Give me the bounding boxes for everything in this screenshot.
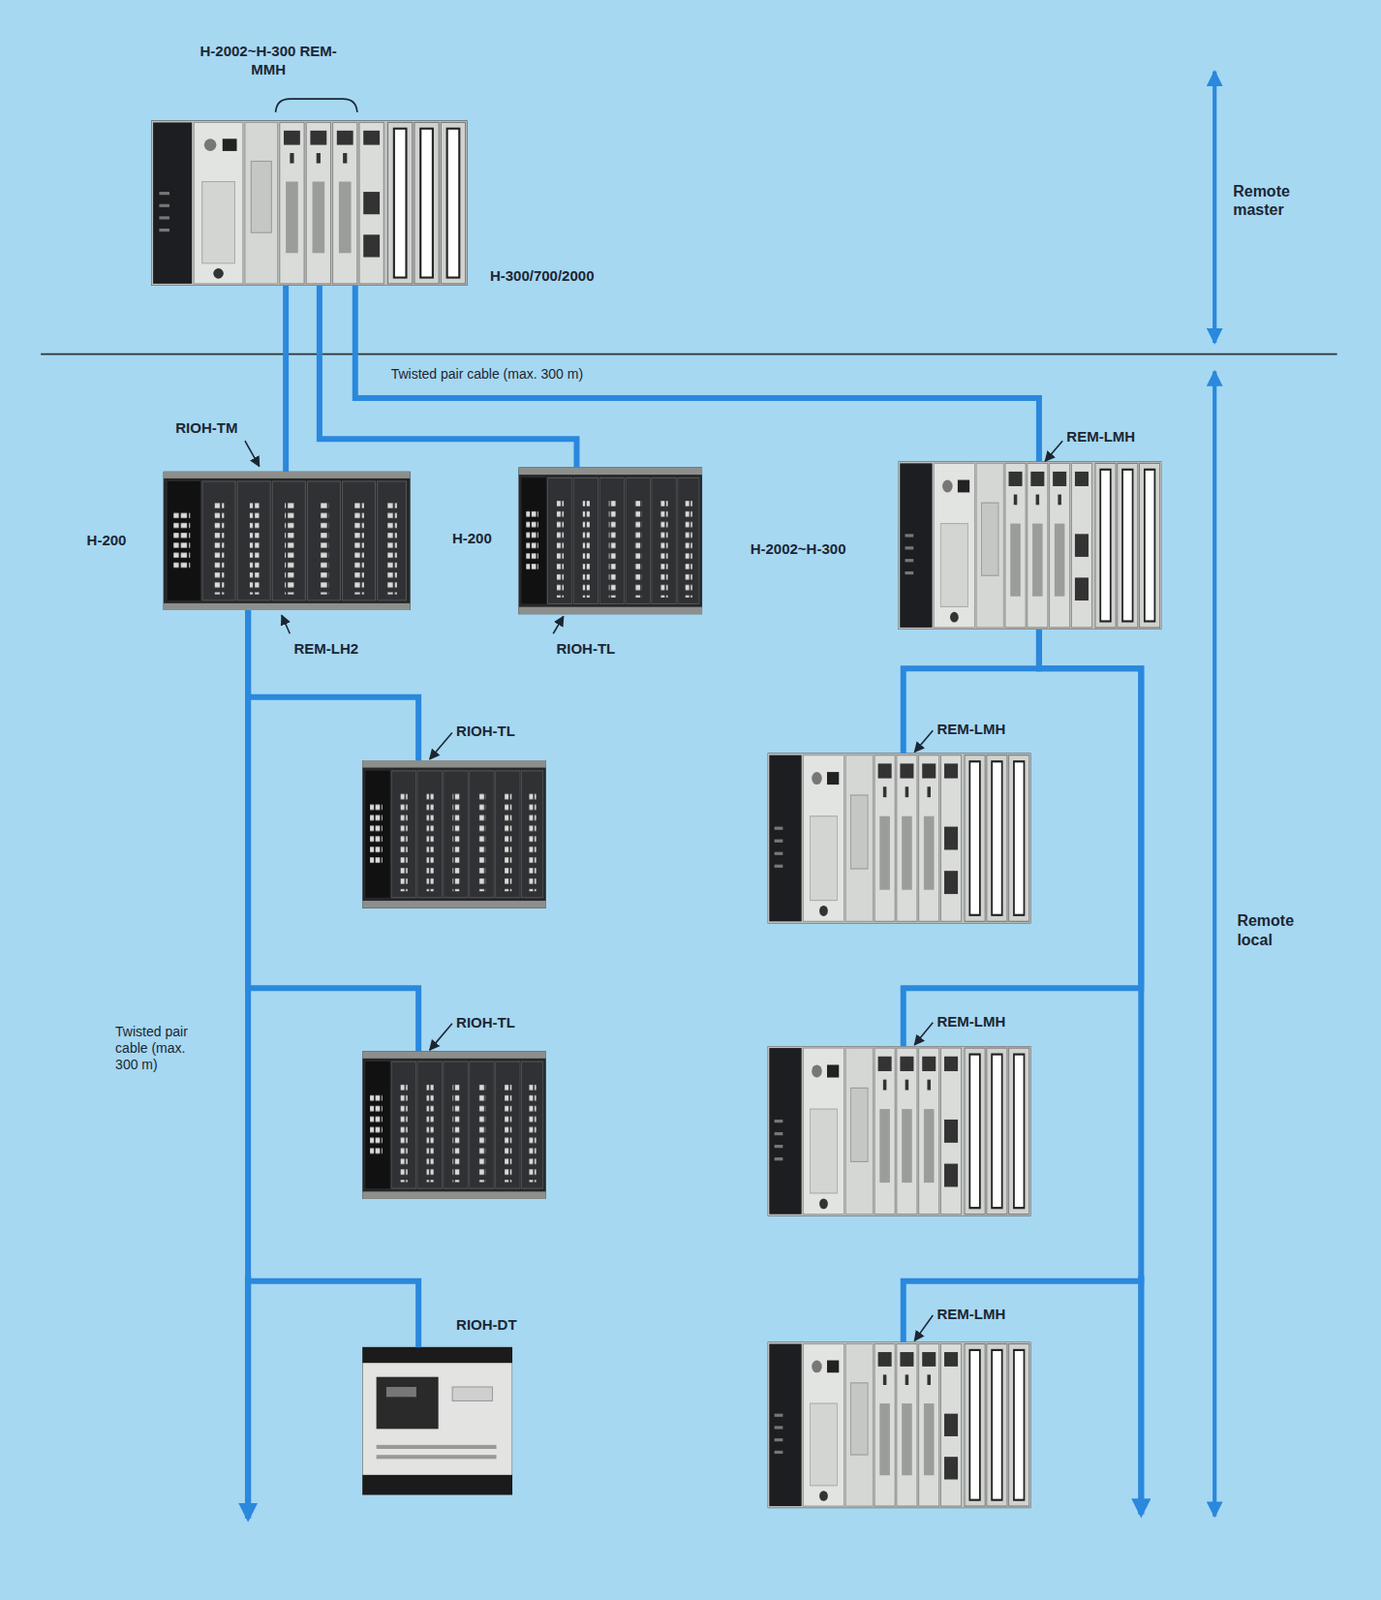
twisted-pair-cable bbox=[282, 285, 289, 472]
bracket bbox=[276, 98, 358, 113]
leader-line bbox=[429, 1023, 453, 1050]
plc-rack bbox=[362, 1050, 547, 1199]
leader-line bbox=[552, 615, 564, 634]
twisted-pair-cable bbox=[903, 629, 1142, 1046]
part-label: H-200 bbox=[87, 531, 127, 550]
part-label: REM-LMH bbox=[937, 1305, 1007, 1323]
plc-rack bbox=[767, 1341, 1032, 1508]
leader-line bbox=[281, 614, 290, 634]
plc-unit: REM-LMH bbox=[767, 753, 1032, 924]
part-label: H-200 bbox=[452, 529, 492, 548]
plc-rack bbox=[163, 471, 411, 611]
plc-unit: REM-LMH bbox=[767, 1045, 1032, 1217]
plc-unit: RIOH-TL bbox=[362, 1051, 547, 1200]
plc-rack bbox=[518, 467, 703, 615]
part-label: REM-LH2 bbox=[294, 640, 360, 658]
note-label: Remote master bbox=[1232, 182, 1327, 220]
part-label: H-2002~H-300 bbox=[750, 540, 847, 558]
plc-unit: RIOH-TMH-200REM-LH2 bbox=[163, 471, 411, 611]
span-arrow bbox=[1212, 371, 1217, 1517]
plc-unit: H-2002~H-300 REM-MMHH-300/700/2000 bbox=[151, 120, 468, 286]
leader-line bbox=[914, 1022, 933, 1045]
part-label: RIOH-TL bbox=[456, 722, 516, 740]
part-label: RIOH-TM bbox=[175, 419, 238, 437]
part-label: RIOH-TL bbox=[456, 1013, 516, 1032]
note-label: Twisted pair cable (max. 300 m) bbox=[115, 1023, 202, 1074]
note-label: Remote local bbox=[1236, 911, 1309, 950]
part-label: REM-LMH bbox=[1066, 428, 1136, 446]
twisted-pair-cable bbox=[903, 629, 1142, 1343]
twisted-pair-cable bbox=[247, 610, 419, 1051]
bus-continuation bbox=[1137, 1275, 1144, 1515]
plc-rack bbox=[767, 753, 1032, 924]
part-label: H-300/700/2000 bbox=[490, 267, 595, 285]
part-label: H-2002~H-300 REM-MMH bbox=[191, 42, 345, 79]
part-label: RIOH-DT bbox=[456, 1316, 518, 1334]
twisted-pair-cable bbox=[903, 629, 1040, 754]
part-label: REM-LMH bbox=[937, 720, 1007, 738]
plc-unit: REM-LMHH-2002~H-300 bbox=[897, 460, 1162, 630]
plc-unit: RIOH-DT bbox=[362, 1347, 513, 1496]
twisted-pair-cable bbox=[247, 610, 419, 761]
plc-unit: H-200RIOH-TL bbox=[518, 467, 703, 615]
part-label: REM-LMH bbox=[937, 1012, 1007, 1031]
plc-unit: REM-LMH bbox=[767, 1342, 1032, 1509]
part-label: RIOH-TL bbox=[555, 640, 615, 658]
leader-line bbox=[1044, 440, 1063, 461]
leader-line bbox=[429, 732, 453, 759]
twisted-pair-cable bbox=[247, 610, 419, 1348]
cable-label: Twisted pair cable (max. 300 m) bbox=[391, 366, 584, 383]
plc-rack bbox=[362, 760, 547, 909]
leader-line bbox=[245, 440, 260, 466]
plc-rack bbox=[897, 460, 1162, 630]
leader-line bbox=[914, 1315, 933, 1341]
bus-continuation bbox=[245, 1275, 251, 1519]
plc-rack bbox=[767, 1045, 1032, 1217]
twisted-pair-cable bbox=[355, 285, 1040, 461]
span-arrow bbox=[1212, 71, 1217, 343]
plc-unit: RIOH-TL bbox=[362, 760, 547, 909]
remote-io-box bbox=[362, 1347, 513, 1496]
divider-line bbox=[40, 353, 1338, 356]
leader-line bbox=[914, 730, 933, 752]
plc-rack bbox=[151, 120, 468, 286]
